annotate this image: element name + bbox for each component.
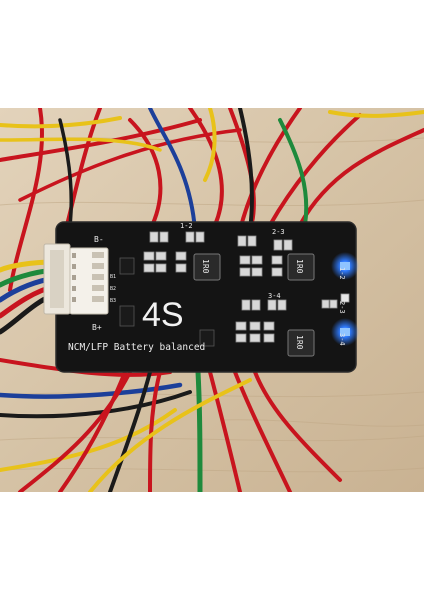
jst-connector <box>43 243 109 315</box>
inductor-label-1: 1R0 <box>201 259 210 274</box>
pair-label-1-2-side: 1-2 <box>338 267 346 280</box>
pair-label-2-3-side: 2-3 <box>338 301 346 314</box>
inductor-label-3: 1R0 <box>295 335 304 350</box>
smd-components <box>119 231 338 347</box>
b-plus-label: B+ <box>92 323 102 332</box>
board-subtitle: NCM/LFP Battery balanced <box>68 342 205 353</box>
board-title: 4S <box>142 296 184 334</box>
pair-label-3-4-side: 3-4 <box>338 333 346 346</box>
inductor-label-2: 1R0 <box>295 259 304 274</box>
inductors <box>193 253 315 357</box>
led-indicators <box>331 252 359 346</box>
pin-label-b3: B3 <box>110 298 116 304</box>
bms-board: B- B+ B1 B2 B3 1R0 1R0 1R0 1-2 2-3 3-4 1… <box>43 221 359 373</box>
pin-label-b1: B1 <box>110 274 116 280</box>
pair-label-2-3-top: 2-3 <box>272 228 285 236</box>
led-2-3 <box>340 293 350 303</box>
pin-label-b2: B2 <box>110 286 116 292</box>
b-minus-label: B- <box>94 235 104 244</box>
wires-front <box>0 358 342 492</box>
pair-label-3-4-top: 3-4 <box>268 292 281 300</box>
pair-label-1-2-top: 1-2 <box>180 222 193 230</box>
